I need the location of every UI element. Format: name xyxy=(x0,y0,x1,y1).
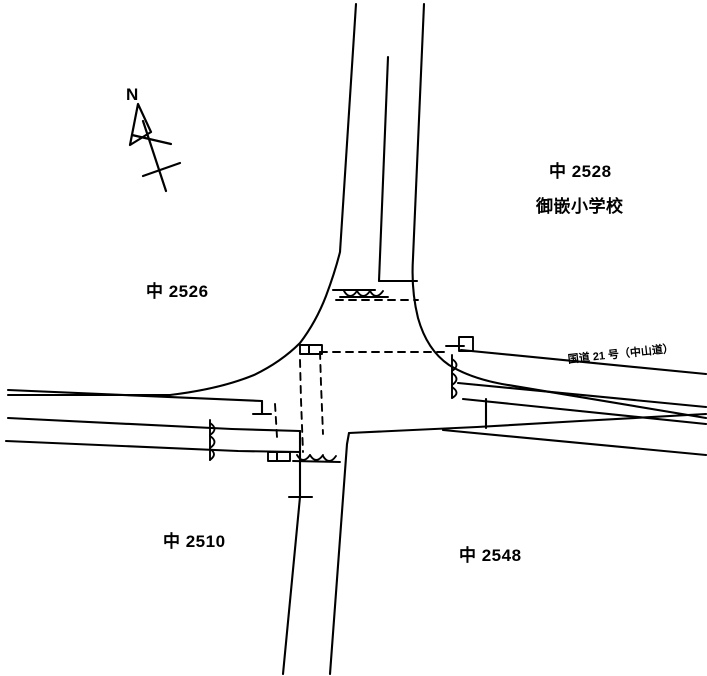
north-arrow-cross-lower xyxy=(141,161,182,178)
guard-west-loop-1 xyxy=(209,422,216,436)
scallop-s-2 xyxy=(309,454,324,461)
guard-east-loop-1 xyxy=(451,358,458,372)
road-south-east-edge xyxy=(328,431,351,676)
guardrail-loop-symbols xyxy=(209,345,465,461)
parcel-label-2528: 中 2528 xyxy=(549,162,612,181)
structure-box-west-a xyxy=(299,344,310,355)
north-arrow-glyph xyxy=(128,102,182,193)
road-south-west-edge-lower xyxy=(281,495,302,676)
scallop-n-2 xyxy=(356,290,371,297)
guard-east-loop-2 xyxy=(451,372,458,386)
scallop-s-1 xyxy=(296,454,311,461)
road-west xyxy=(4,388,302,454)
road-south xyxy=(281,429,351,676)
structure-box-south-a xyxy=(267,451,278,462)
road-east-south-edge-upper xyxy=(461,397,707,426)
road-west-north-edge xyxy=(6,388,264,403)
road-east xyxy=(441,348,707,457)
structure-symbols xyxy=(267,336,474,462)
guard-east-loop-3 xyxy=(451,386,458,399)
structure-box-east xyxy=(458,336,474,352)
north-arrow-label: N xyxy=(126,85,139,104)
road-east-north-edge xyxy=(459,348,707,376)
road-north-center-line xyxy=(377,55,390,283)
structure-box-west-b xyxy=(308,344,323,355)
dashed-left-vertical-b xyxy=(299,359,304,453)
dashed-boundaries xyxy=(274,299,451,453)
road-east-south-edge-lower xyxy=(441,428,707,457)
parcel-label-2526: 中 2526 xyxy=(146,282,209,301)
road-north-east-edge xyxy=(411,2,707,420)
guard-west-loop-2 xyxy=(209,435,216,449)
slope-scallop-symbols xyxy=(292,290,389,463)
structure-box-south-b xyxy=(276,451,291,462)
scallop-n-1 xyxy=(343,290,358,297)
scallop-s-base xyxy=(292,460,341,463)
road-north xyxy=(6,2,707,420)
road-west-south-edge xyxy=(4,439,302,454)
facility-label-school: 御嵌小学校 xyxy=(536,197,624,216)
north-arrow-staff xyxy=(141,119,168,193)
north-arrow-cross-upper xyxy=(130,133,173,146)
parcel-2548-boundary xyxy=(347,412,707,435)
road-north-west-edge xyxy=(6,2,358,397)
dashed-west-short xyxy=(274,403,278,438)
guard-west-loop-3 xyxy=(209,448,215,461)
road-west-center-edge xyxy=(6,416,302,433)
parcel-label-2548: 中 2548 xyxy=(459,546,522,565)
road-east-center-edge xyxy=(456,381,707,409)
north-arrow-head xyxy=(128,102,153,147)
parcel-label-2510: 中 2510 xyxy=(163,532,226,551)
parcel-2548-north-edge xyxy=(347,412,707,435)
scallop-n-3 xyxy=(369,290,384,297)
scallop-s-3 xyxy=(322,455,337,462)
dashed-left-vertical xyxy=(319,351,324,435)
